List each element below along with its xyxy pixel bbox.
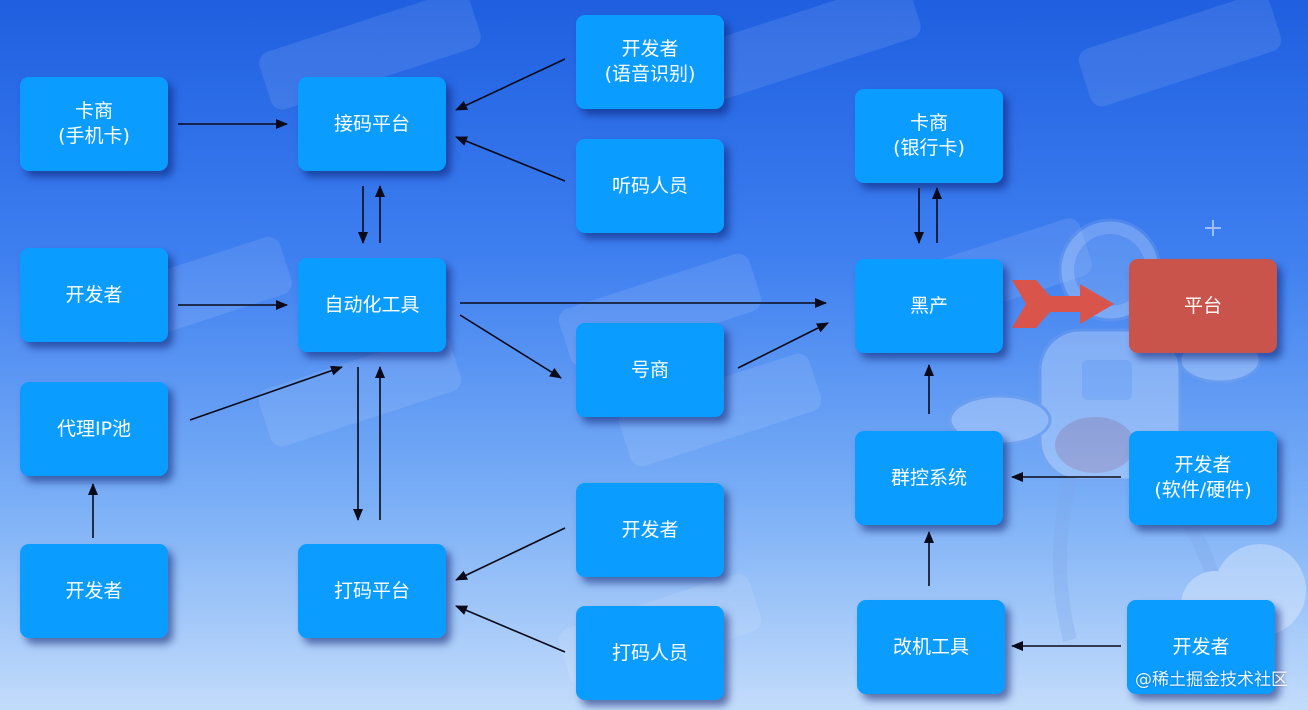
node-label: 开发者 — [621, 518, 679, 541]
card-dealer-phone-node: 卡商 (手机卡) — [20, 77, 168, 171]
arrow-account-dealer-to-black-industry — [737, 322, 829, 369]
proxy-ip-pool-node: 代理IP池 — [20, 382, 168, 476]
developer-automation-node: 开发者 — [20, 248, 168, 342]
node-label: 代理IP池 — [56, 417, 132, 440]
arrow-captcha-dev-to-captcha-platform — [455, 527, 566, 581]
node-label: 开发者 — [65, 283, 123, 306]
code-listener-node: 听码人员 — [576, 139, 724, 233]
platform-node: 平台 — [1129, 259, 1277, 353]
node-label: 自动化工具 — [324, 293, 420, 316]
black-industry-node: 黑产 — [855, 259, 1003, 353]
node-sublabel: (软件/硬件) — [1154, 479, 1252, 501]
attack-arrow — [1012, 280, 1114, 328]
node-label: 开发者 — [621, 38, 679, 60]
arrow-proxy-to-automation — [189, 365, 343, 421]
developer-proxy-node: 开发者 — [20, 544, 168, 638]
developer-speech-node: 开发者 (语音识别) — [576, 15, 724, 109]
developer-software-hardware-node: 开发者 (软件/硬件) — [1129, 431, 1277, 525]
code-receiving-platform-node: 接码平台 — [298, 77, 446, 171]
node-label: 听码人员 — [611, 174, 688, 197]
node-label: 号商 — [630, 358, 669, 381]
node-label: 打码平台 — [333, 579, 410, 602]
account-dealer-node: 号商 — [576, 323, 724, 417]
developer-device-node: 开发者 — [1127, 600, 1275, 694]
card-dealer-bank-node: 卡商 (银行卡) — [855, 89, 1003, 183]
node-label: 开发者 — [1174, 454, 1232, 476]
arrow-typist-to-captcha-platform — [455, 605, 566, 653]
node-sublabel: (银行卡) — [893, 137, 965, 159]
arrow-automation-to-account-dealer — [459, 314, 562, 379]
developer-captcha-node: 开发者 — [576, 483, 724, 577]
arrow-speech-dev-to-code-platform — [455, 58, 566, 111]
node-label: 黑产 — [909, 294, 948, 317]
node-label: 平台 — [1183, 294, 1222, 317]
node-label: 打码人员 — [611, 641, 688, 664]
captcha-typist-node: 打码人员 — [576, 606, 724, 700]
device-modification-tool-node: 改机工具 — [857, 600, 1005, 694]
automation-tool-node: 自动化工具 — [298, 258, 446, 352]
node-label: 开发者 — [65, 579, 123, 602]
node-label: 群控系统 — [890, 466, 967, 489]
captcha-platform-node: 打码平台 — [298, 544, 446, 638]
node-label: 改机工具 — [892, 635, 969, 658]
node-label: 卡商 — [74, 100, 113, 122]
node-label: 卡商 — [909, 112, 948, 134]
node-sublabel: (手机卡) — [58, 125, 130, 147]
node-label: 开发者 — [1172, 635, 1230, 658]
node-sublabel: (语音识别) — [604, 63, 696, 85]
group-control-system-node: 群控系统 — [855, 431, 1003, 525]
source-watermark: @稀土掘金技术社区 — [1135, 670, 1288, 690]
arrow-listener-to-code-platform — [455, 136, 566, 182]
node-label: 接码平台 — [333, 112, 410, 135]
